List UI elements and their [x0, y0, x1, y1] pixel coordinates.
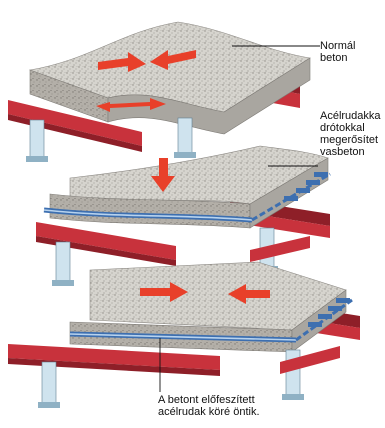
normal-concrete-label: Normál beton: [320, 40, 355, 64]
reinforced-concrete-label-line: Acélrudakka: [320, 110, 381, 122]
prestressed-concrete-label-line: acélrudak köré öntik.: [158, 406, 260, 418]
reinforced-concrete-label-line: drótokkal: [320, 122, 381, 134]
prestressed-concrete-label: A betont előfeszített acélrudak köré önt…: [158, 394, 260, 418]
normal-concrete-label-line: Normál: [320, 40, 355, 52]
reinforced-concrete-label: Acélrudakka drótokkal megerősítet vasbet…: [320, 110, 381, 158]
normal-concrete-assembly: [8, 22, 310, 162]
prestressed-concrete-label-line: A betont előfeszített: [158, 394, 260, 406]
reinforced-concrete-label-line: megerősítet: [320, 134, 381, 146]
normal-concrete-label-line: beton: [320, 52, 355, 64]
reinforced-concrete-assembly: [36, 146, 330, 286]
reinforced-concrete-label-line: vasbeton: [320, 146, 381, 158]
